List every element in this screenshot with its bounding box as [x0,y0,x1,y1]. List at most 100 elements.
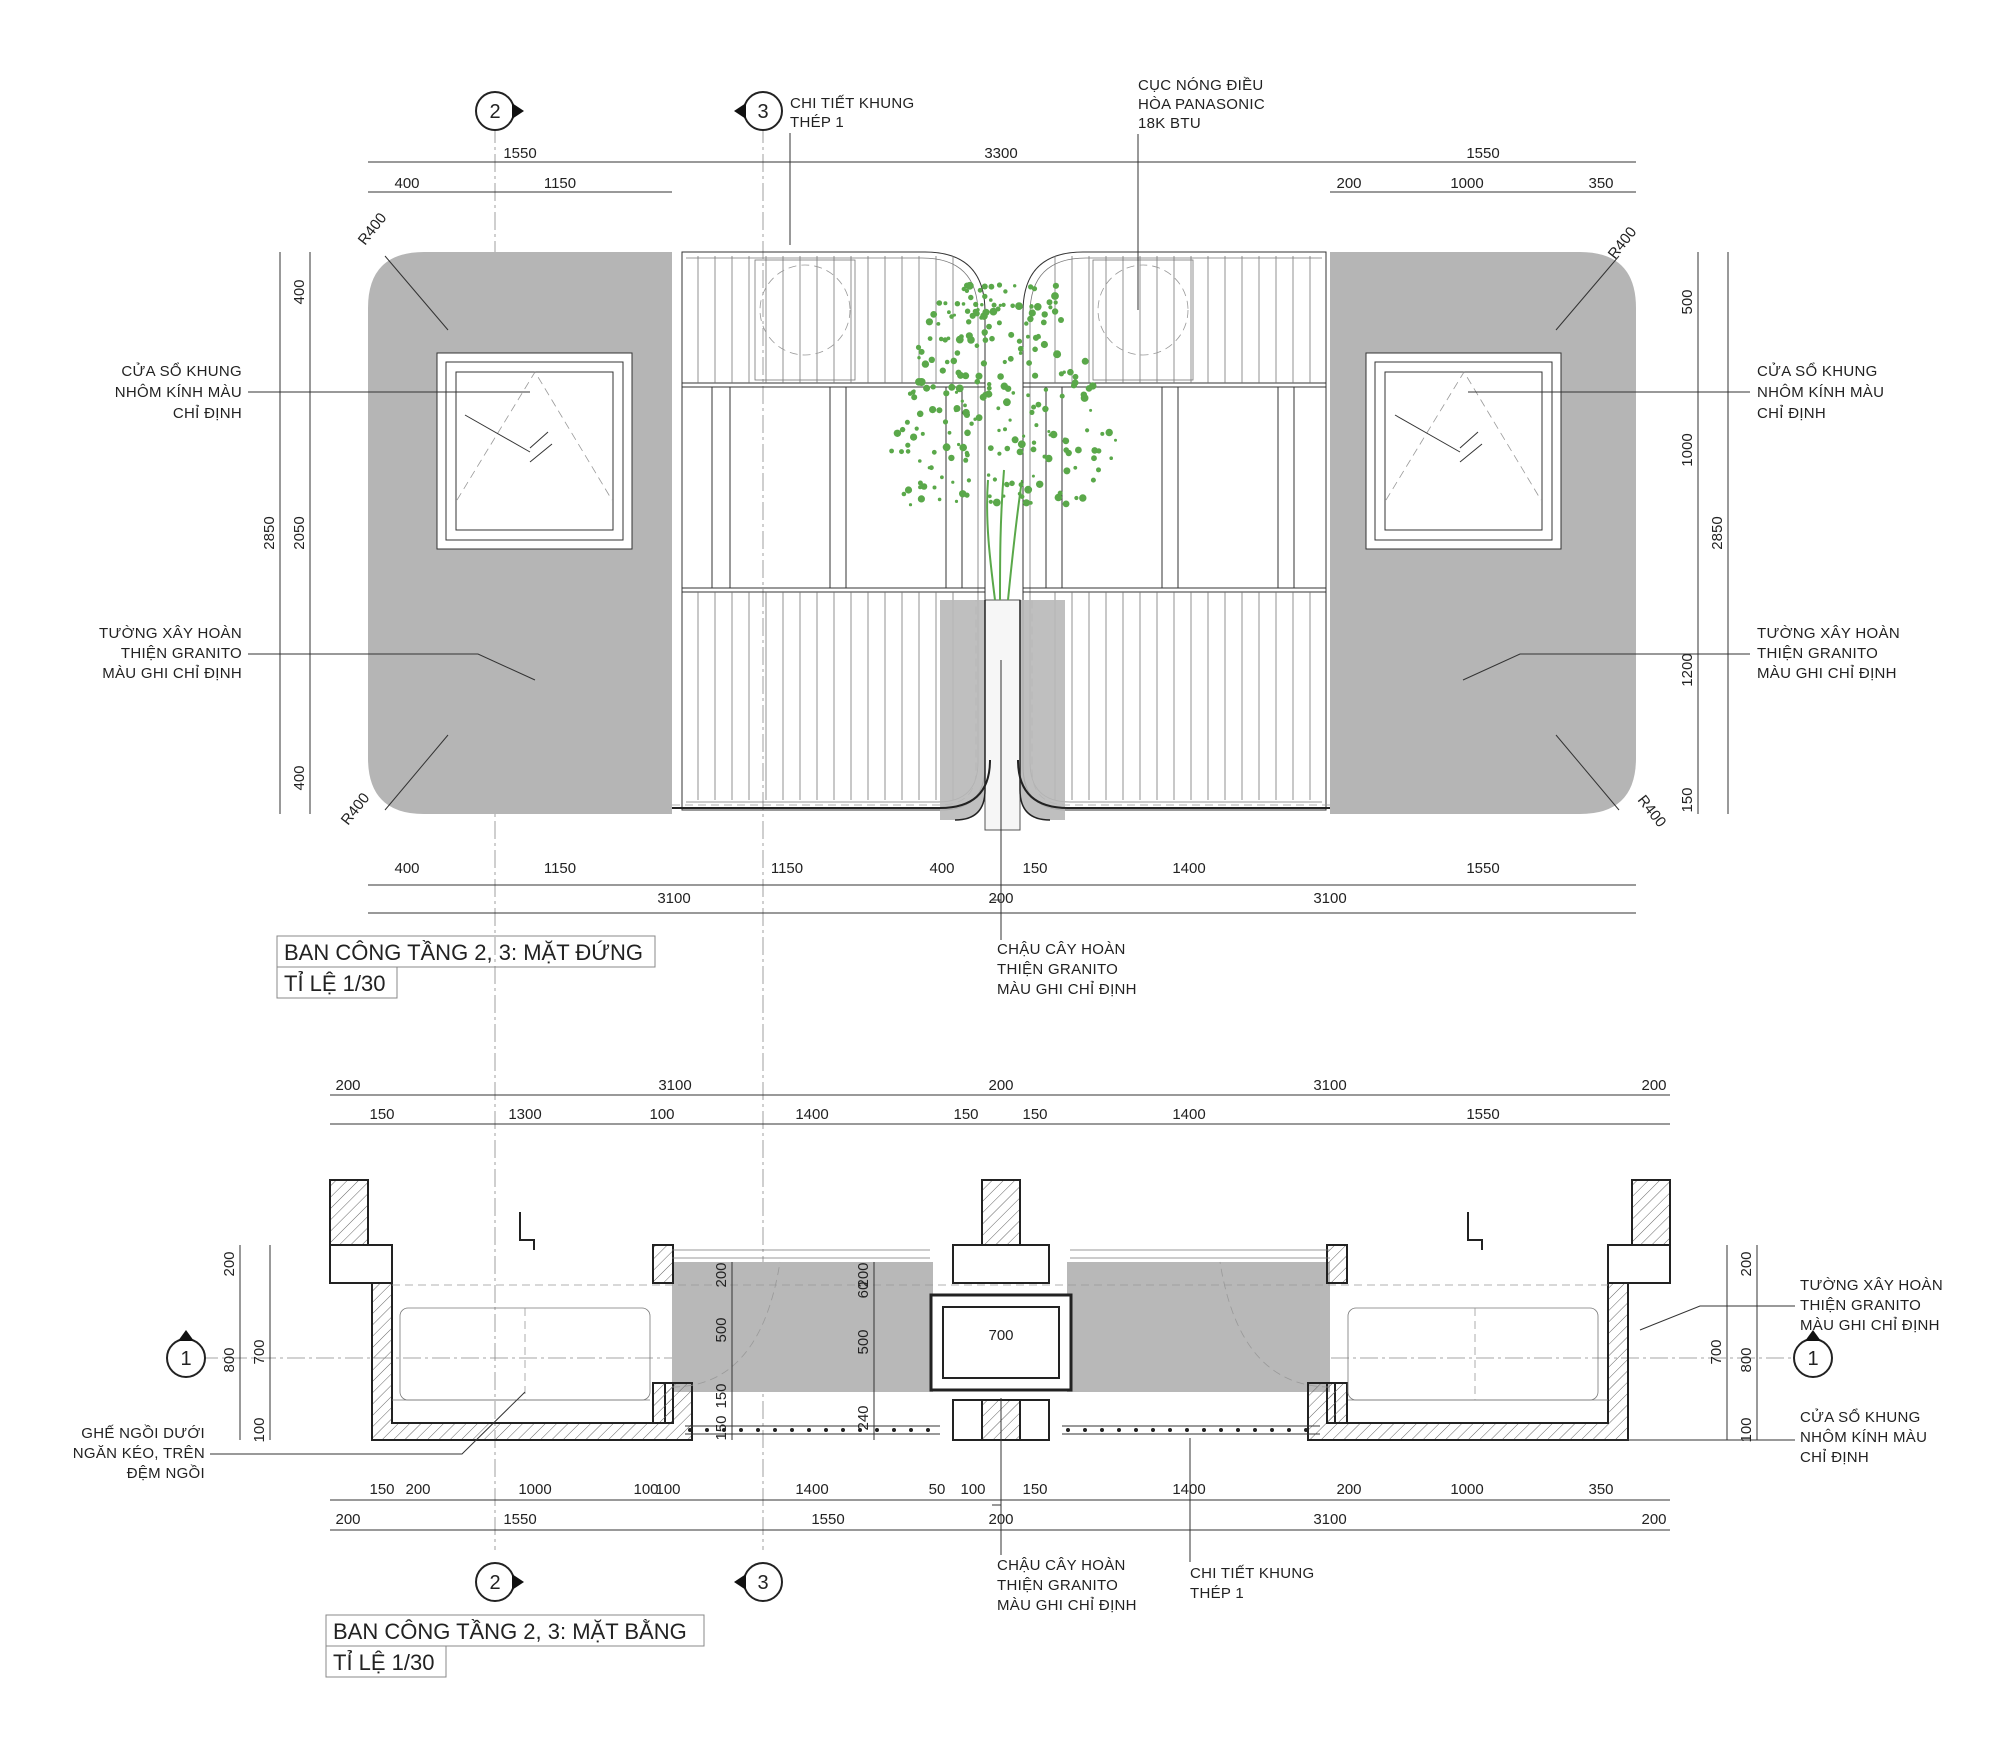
svg-text:3100: 3100 [1313,890,1346,907]
svg-text:1400: 1400 [795,1106,828,1123]
svg-text:3100: 3100 [1313,1077,1346,1094]
svg-text:3: 3 [757,1572,768,1594]
svg-text:100: 100 [655,1481,680,1498]
svg-text:TỈ LỆ 1/30: TỈ LỆ 1/30 [333,1650,435,1675]
svg-text:THIỆN GRANITO: THIỆN GRANITO [121,645,242,662]
svg-text:200: 200 [405,1481,430,1498]
svg-text:2850: 2850 [261,516,278,549]
svg-text:TƯỜNG XÂY HOÀN: TƯỜNG XÂY HOÀN [1800,1277,1943,1294]
svg-text:R400: R400 [355,210,390,249]
svg-text:150: 150 [369,1106,394,1123]
svg-text:CHẬU CÂY HOÀN: CHẬU CÂY HOÀN [997,941,1126,958]
plant [889,281,1117,601]
left-steel-frame [681,251,986,811]
svg-text:NHÔM KÍNH MÀU: NHÔM KÍNH MÀU [1757,384,1884,401]
svg-text:3: 3 [757,101,768,123]
svg-text:200: 200 [221,1251,238,1276]
plan-title: BAN CÔNG TẦNG 2, 3: MẶT BẰNG TỈ LỆ 1/30 [325,1614,705,1678]
planter [672,599,1330,831]
svg-text:TƯỜNG XÂY HOÀN: TƯỜNG XÂY HOÀN [99,625,242,642]
svg-text:1550: 1550 [503,1511,536,1528]
plan-annotations: GHẾ NGỒI DƯỚI NGĂN KÉO, TRÊN ĐỆM NGỒI TƯ… [73,1277,1943,1614]
svg-text:500: 500 [713,1317,730,1342]
svg-text:240: 240 [855,1405,872,1430]
svg-text:1550: 1550 [811,1511,844,1528]
svg-text:50: 50 [929,1481,946,1498]
svg-text:1000: 1000 [1450,1481,1483,1498]
svg-text:1000: 1000 [518,1481,551,1498]
svg-text:200: 200 [335,1077,360,1094]
elevation-title: BAN CÔNG TẦNG 2, 3: MẶT ĐỨNG TỈ LỆ 1/30 [276,935,656,999]
svg-text:CHI TIẾT KHUNG: CHI TIẾT KHUNG [1190,1565,1315,1582]
svg-text:1: 1 [1807,1348,1818,1370]
axis-bubble-3-bottom: 3 [734,1562,783,1602]
svg-text:CỬA SỔ KHUNG: CỬA SỔ KHUNG [1757,362,1878,380]
svg-text:1150: 1150 [544,175,576,192]
svg-text:1400: 1400 [795,1481,828,1498]
svg-text:200: 200 [1641,1077,1666,1094]
svg-text:MÀU GHI CHỈ ĐỊNH: MÀU GHI CHỈ ĐỊNH [1757,665,1897,682]
svg-text:THIỆN GRANITO: THIỆN GRANITO [997,961,1118,978]
svg-text:2850: 2850 [1709,516,1726,549]
svg-text:400: 400 [291,279,308,304]
svg-text:3100: 3100 [657,890,690,907]
svg-text:400: 400 [929,860,954,877]
svg-text:400: 400 [394,860,419,877]
axis-bubble-2-bottom: 2 [475,1562,524,1602]
svg-text:500: 500 [855,1329,872,1354]
svg-text:R400: R400 [1634,792,1669,831]
svg-text:1200: 1200 [1679,653,1696,686]
svg-text:NHÔM KÍNH MÀU: NHÔM KÍNH MÀU [1800,1429,1927,1446]
svg-text:1300: 1300 [508,1106,541,1123]
svg-text:150: 150 [953,1106,978,1123]
svg-text:THÉP 1: THÉP 1 [1190,1585,1244,1602]
elevation-annotations: CHI TIẾT KHUNG THÉP 1 CỤC NÓNG ĐIỀU HÒA … [99,77,1900,998]
svg-text:100: 100 [251,1417,268,1442]
svg-text:BAN CÔNG TẦNG 2, 3: MẶT ĐỨNG: BAN CÔNG TẦNG 2, 3: MẶT ĐỨNG [284,940,643,965]
svg-text:200: 200 [988,1077,1013,1094]
svg-text:1000: 1000 [1450,175,1483,192]
svg-text:150: 150 [713,1415,730,1440]
plan-view [329,1179,1671,1441]
svg-text:1150: 1150 [771,860,803,877]
svg-text:CHỈ ĐỊNH: CHỈ ĐỊNH [173,405,242,422]
axis-bubble-1-left: 1 [166,1330,206,1378]
svg-text:HÒA PANASONIC: HÒA PANASONIC [1138,96,1265,113]
svg-text:1400: 1400 [1172,1481,1205,1498]
svg-text:100: 100 [960,1481,985,1498]
elevation-view [368,251,1636,831]
svg-text:NGĂN KÉO, TRÊN: NGĂN KÉO, TRÊN [73,1445,205,1462]
plan-dimensions: 200 3100 200 3100 200 150 1300 100 1400 … [221,1077,1758,1531]
svg-text:150: 150 [1022,1481,1047,1498]
svg-text:CHI TIẾT KHUNG: CHI TIẾT KHUNG [790,95,915,112]
svg-text:150: 150 [1679,787,1696,812]
svg-text:THIỆN GRANITO: THIỆN GRANITO [1757,645,1878,662]
svg-text:CỬA SỔ KHUNG: CỬA SỔ KHUNG [1800,1408,1921,1426]
svg-text:1550: 1550 [1466,1106,1499,1123]
svg-text:200: 200 [1336,1481,1361,1498]
svg-text:150: 150 [1022,860,1047,877]
svg-text:150: 150 [713,1383,730,1408]
svg-text:1000: 1000 [1679,433,1696,466]
svg-text:CHỈ ĐỊNH: CHỈ ĐỊNH [1757,405,1826,422]
svg-text:800: 800 [1738,1347,1755,1372]
svg-text:CỤC NÓNG ĐIỀU: CỤC NÓNG ĐIỀU [1138,77,1264,94]
svg-text:1: 1 [180,1348,191,1370]
svg-text:700: 700 [988,1327,1013,1344]
svg-text:CHẬU CÂY HOÀN: CHẬU CÂY HOÀN [997,1557,1126,1574]
svg-text:200: 200 [1336,175,1361,192]
svg-text:100: 100 [649,1106,674,1123]
svg-text:60: 60 [855,1282,872,1299]
svg-text:350: 350 [1588,175,1613,192]
svg-text:200: 200 [713,1262,730,1287]
svg-text:400: 400 [291,765,308,790]
axis-bubble-1-right: 1 [1793,1330,1833,1378]
svg-text:2050: 2050 [291,516,308,549]
svg-text:700: 700 [251,1339,268,1364]
svg-text:18K BTU: 18K BTU [1138,115,1201,132]
svg-text:R400: R400 [1605,224,1640,263]
svg-text:200: 200 [855,1262,872,1287]
svg-text:GHẾ NGỒI DƯỚI: GHẾ NGỒI DƯỚI [81,1424,205,1442]
svg-text:TƯỜNG XÂY HOÀN: TƯỜNG XÂY HOÀN [1757,625,1900,642]
